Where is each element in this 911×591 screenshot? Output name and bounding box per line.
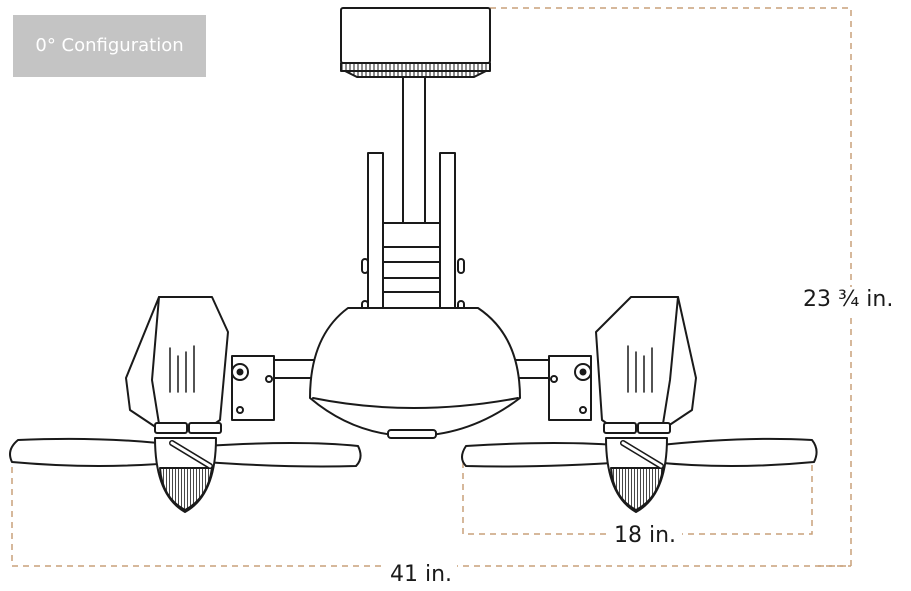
overall-width-dimension-line (11, 467, 851, 567)
right-vent-slots (627, 345, 653, 393)
right-blade-2 (651, 437, 818, 467)
right-blade-1 (461, 442, 629, 468)
downrod (402, 76, 426, 224)
left-blade-2 (204, 442, 362, 468)
right-fan-head (461, 296, 818, 513)
configuration-label: 0° Configuration (35, 35, 184, 56)
overall-width-dimension-label: 41 in. (385, 564, 458, 586)
left-fan-head (9, 296, 362, 513)
canopy (340, 7, 491, 78)
configuration-badge: 0° Configuration (13, 15, 206, 77)
left-blade-1 (9, 437, 184, 467)
head-width-dimension-label: 18 in. (608, 525, 683, 547)
height-dimension-label: 23 ¾ in. (803, 287, 894, 313)
height-dimension-line (490, 7, 852, 567)
left-vent-slots (169, 345, 195, 393)
center-bowl (309, 307, 521, 439)
fan-body (9, 7, 818, 513)
